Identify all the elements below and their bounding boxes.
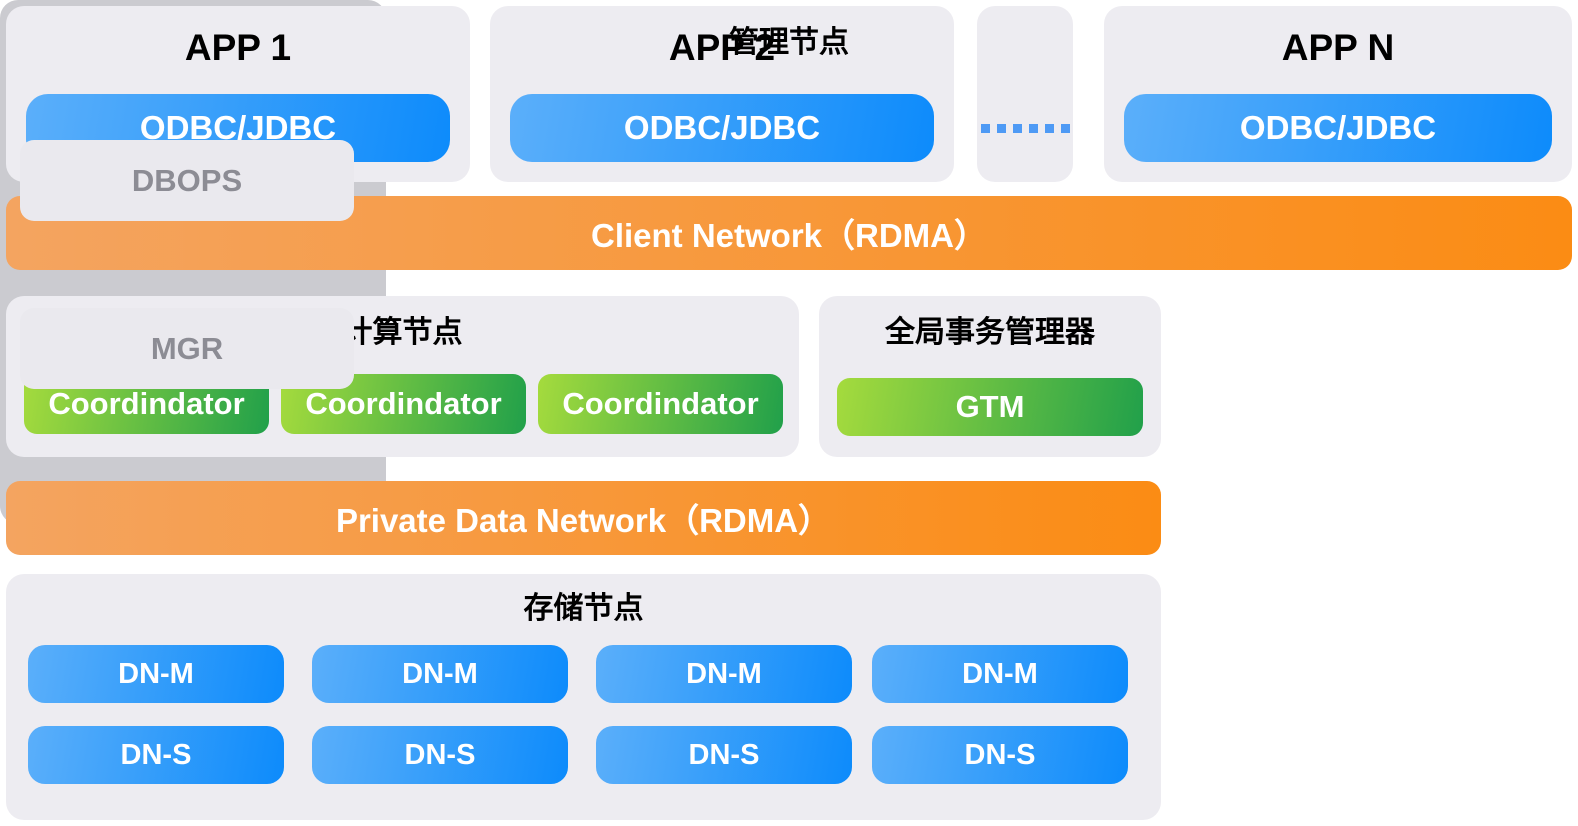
ellipsis-dot: [996, 124, 1006, 133]
compute-node-title: 计算节点: [342, 316, 463, 349]
app-title-2: APP 2: [668, 27, 776, 68]
ellipsis-dots-icon: [977, 124, 1073, 133]
odbc-jdbc-pill-n[interactable]: ODBC/JDBC: [1124, 94, 1552, 162]
ellipsis-dot: [1060, 124, 1070, 133]
app-title-n: APP N: [1281, 27, 1395, 68]
ellipsis-dot: [1044, 124, 1054, 133]
ellipsis-dot: [980, 124, 990, 133]
dn-master-4[interactable]: DN-M: [872, 645, 1128, 703]
private-data-network-band: Private Data Network（RDMA）: [6, 481, 1161, 555]
dn-slave-1[interactable]: DN-S: [28, 726, 284, 784]
dbops-box[interactable]: DBOPS: [20, 140, 354, 221]
dn-slave-2[interactable]: DN-S: [312, 726, 568, 784]
ellipsis-dot: [1028, 124, 1038, 133]
app-title-1: APP 1: [184, 27, 292, 68]
storage-node-panel: 存储节点 DN-M DN-M DN-M DN-M DN-S DN-S DN-S …: [6, 574, 1161, 820]
app-panel-2: APP 2 ODBC/JDBC: [490, 6, 954, 182]
dn-slave-3[interactable]: DN-S: [596, 726, 852, 784]
gtm-panel-title: 全局事务管理器: [885, 316, 1095, 349]
app-ellipsis-panel: [977, 6, 1073, 182]
ellipsis-dot: [1012, 124, 1022, 133]
app-panel-n: APP N ODBC/JDBC: [1104, 6, 1572, 182]
dn-master-1[interactable]: DN-M: [28, 645, 284, 703]
gtm-node[interactable]: GTM: [837, 378, 1143, 436]
mgr-box[interactable]: MGR: [20, 308, 354, 389]
storage-node-title: 存储节点: [523, 592, 644, 625]
dn-slave-4[interactable]: DN-S: [872, 726, 1128, 784]
dn-master-2[interactable]: DN-M: [312, 645, 568, 703]
coordinator-node-3[interactable]: Coordindator: [538, 374, 783, 434]
management-node-title: 管理节点: [729, 26, 849, 59]
gtm-panel: 全局事务管理器 GTM: [819, 296, 1161, 457]
odbc-jdbc-pill-2[interactable]: ODBC/JDBC: [510, 94, 934, 162]
dn-master-3[interactable]: DN-M: [596, 645, 852, 703]
